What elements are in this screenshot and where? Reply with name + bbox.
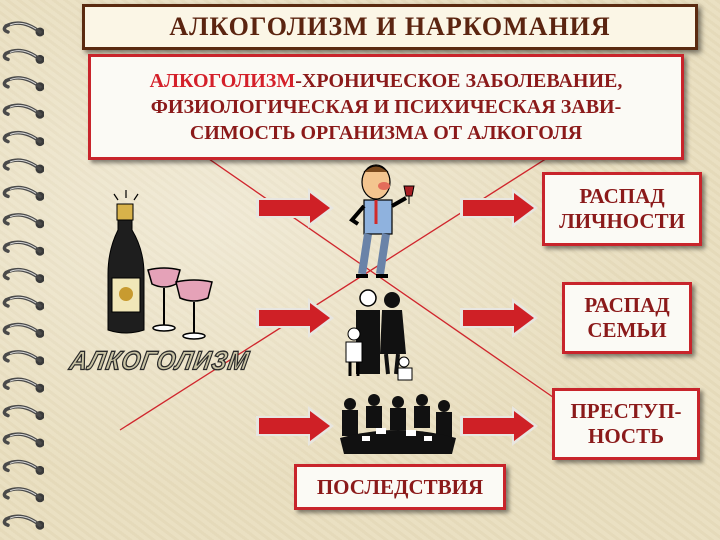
definition-term: АЛКОГОЛИЗМ (149, 70, 296, 92)
champagne-bottle-icon (107, 190, 145, 334)
binding-highlight (9, 77, 37, 85)
binding-highlight (9, 22, 37, 30)
right-arrow-icon (460, 188, 538, 228)
binding-highlight (9, 132, 37, 140)
definition-line-2: ФИЗИОЛОГИЧЕСКАЯ И ПСИХИЧЕСКАЯ ЗАВИ- (150, 96, 622, 118)
binding-highlight (9, 406, 37, 414)
consequence-line: РАСПАД (584, 293, 670, 317)
family-icon (345, 289, 413, 381)
binding-highlight (9, 214, 37, 222)
definition-box: АЛКОГОЛИЗМ-ХРОНИЧЕСКОЕ ЗАБОЛЕВАНИЕ, ФИЗИ… (88, 54, 684, 160)
binding-highlight (9, 104, 37, 112)
definition-line-3: СИМОСТЬ ОРГАНИЗМА ОТ АЛКОГОЛЯ (189, 122, 583, 144)
binding-highlight (9, 324, 37, 331)
binding-highlight (9, 351, 37, 359)
binding-highlight (9, 269, 37, 277)
binding-highlight (9, 241, 37, 249)
right-arrow-icon (256, 298, 334, 338)
binding-highlight (9, 296, 37, 304)
binding-highlight (9, 433, 37, 441)
consequence-crime: ПРЕСТУП- НОСТЬ (552, 388, 700, 460)
consequence-line: РАСПАД (579, 184, 665, 208)
page-title: АЛКОГОЛИЗМ И НАРКОМАНИЯ (82, 4, 698, 50)
consequence-line: НОСТЬ (588, 424, 664, 448)
right-arrow-icon (460, 298, 538, 338)
binding-highlight (9, 159, 37, 167)
right-arrow-icon (256, 406, 334, 446)
binding-highlight (9, 378, 37, 386)
drunk-man-icon (349, 164, 415, 278)
group-meeting-icon (340, 394, 456, 454)
binding-highlight (9, 187, 37, 194)
definition-line-1: АЛКОГОЛИЗМ-ХРОНИЧЕСКОЕ ЗАБОЛЕВАНИЕ, (150, 68, 623, 94)
consequence-line: ПРЕСТУП- (570, 399, 682, 423)
consequence-personality: РАСПАД ЛИЧНОСТИ (542, 172, 702, 246)
spiral-binding-icon (2, 21, 44, 530)
definition-rest: -ХРОНИЧЕСКОЕ ЗАБОЛЕВАНИЕ, (295, 70, 623, 92)
right-arrow-icon (460, 406, 538, 446)
wordart-label: АЛКОГОЛИЗМ (67, 346, 253, 377)
binding-highlight (9, 50, 37, 57)
consequence-family: РАСПАД СЕМЬИ (562, 282, 692, 354)
binding-highlight (9, 488, 37, 496)
binding-highlight (9, 461, 37, 468)
wine-glasses-icon (147, 267, 213, 340)
consequences-label: ПОСЛЕДСТВИЯ (294, 464, 506, 510)
consequence-line: СЕМЬИ (587, 318, 667, 342)
consequence-line: ЛИЧНОСТИ (559, 209, 685, 233)
right-arrow-icon (256, 188, 334, 228)
binding-highlight (9, 515, 37, 523)
